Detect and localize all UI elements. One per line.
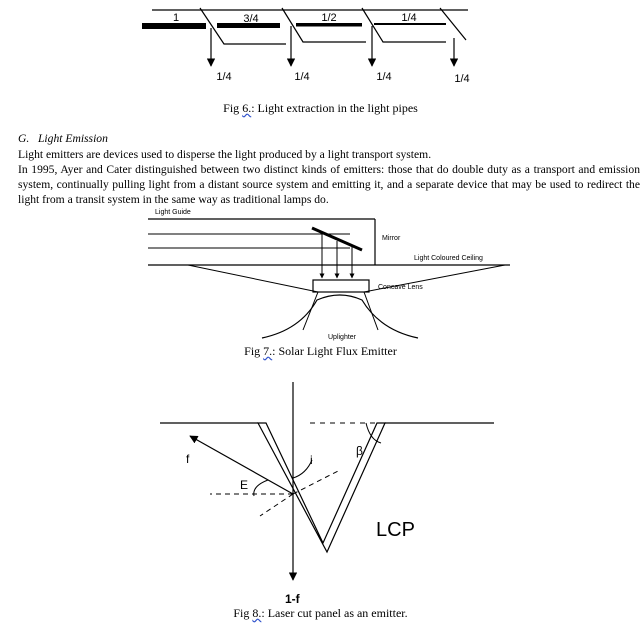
pipe-segment-3: [296, 23, 362, 27]
figure-6-caption: Fig 6.: Light extraction in the light pi…: [223, 101, 418, 115]
uplighter: [261, 294, 419, 339]
label-i: i: [310, 453, 313, 467]
label-lcp: LCP: [376, 519, 415, 541]
figure-7-diagram: Light Guide Mirror Light Coloured Ceilin…: [148, 209, 510, 341]
figure-6-diagram: 1 3/4 1/2 1/4 1/4 1/4 1/4 1/4: [142, 7, 470, 85]
pipe-label: 3/4: [243, 13, 258, 25]
extraction-label: 1/4: [454, 73, 469, 85]
pipe-label: 1: [173, 12, 179, 24]
concave-lens: [312, 279, 370, 293]
figure-8-caption: Fig 8.: Laser cut panel as an emitter.: [233, 606, 408, 620]
label-lens: Concave Lens: [378, 284, 423, 291]
mirror: [311, 226, 363, 252]
pipe-segment-1: [142, 23, 206, 29]
paragraph-1: Light emitters are devices used to dispe…: [18, 148, 432, 161]
label-uplighter: Uplighter: [328, 334, 357, 341]
pipe-segment-2: [217, 23, 280, 28]
extraction-label: 1/4: [294, 71, 309, 83]
lcp-panel: [256, 422, 386, 554]
label-ceiling: Light Coloured Ceiling: [414, 255, 483, 262]
extraction-label: 1/4: [216, 71, 231, 83]
caption-number: 7.: [263, 344, 273, 358]
figure-8-diagram: f i β E LCP 1-f: [160, 382, 494, 606]
section-heading: G. Light Emission: [18, 132, 108, 145]
extraction-label: 1/4: [376, 71, 391, 83]
caption-number: 8.: [252, 606, 262, 620]
caption-number: 6.: [242, 101, 252, 115]
paragraph-2: In 1995, Ayer and Cater distinguished be…: [18, 163, 640, 206]
extracted-ray: [189, 435, 294, 495]
label-1f: 1-f: [285, 592, 301, 606]
figure-7-caption: Fig 7.: Solar Light Flux Emitter: [244, 344, 397, 358]
pipe-label: 1/4: [401, 12, 416, 24]
label-beta: β: [356, 444, 363, 458]
label-mirror: Mirror: [382, 235, 401, 242]
pipe-segment-4: [374, 23, 446, 25]
label-f: f: [186, 452, 190, 466]
label-light-guide: Light Guide: [155, 209, 191, 216]
pipe-label: 1/2: [321, 12, 336, 24]
label-e: E: [240, 478, 248, 492]
